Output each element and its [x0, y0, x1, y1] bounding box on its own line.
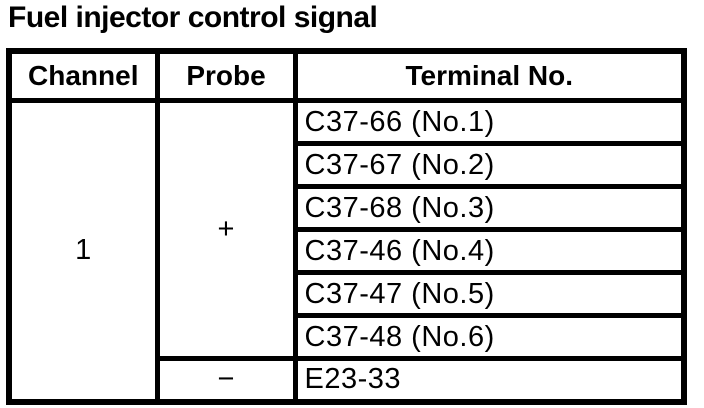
header-probe: Probe — [154, 48, 298, 103]
table-row: C37-48 (No.6) — [9, 313, 687, 361]
header-row: Channel Probe Terminal No. — [6, 48, 687, 103]
header-channel: Channel — [6, 48, 160, 103]
page-title: Fuel injector control signal — [8, 1, 378, 34]
table-row: C37-46 (No.4) — [9, 227, 687, 275]
terminal-cell-no1: C37-66 (No.1) — [292, 98, 687, 146]
table-row: C37-47 (No.5) — [9, 270, 687, 318]
table-row: C37-67 (No.2) — [9, 141, 687, 189]
channel-value-cell: 1 — [6, 98, 160, 404]
terminal-cell-no6: C37-48 (No.6) — [292, 313, 687, 361]
terminal-cell-no5: C37-47 (No.5) — [292, 270, 687, 318]
table-row: − E23-33 — [9, 356, 687, 404]
header-terminal-no: Terminal No. — [292, 48, 687, 103]
table-row: 1 + C37-66 (No.1) — [6, 98, 687, 404]
terminal-cell-no2: C37-67 (No.2) — [292, 141, 687, 189]
terminal-cell-no3: C37-68 (No.3) — [292, 184, 687, 232]
probe-negative-cell: − — [154, 356, 298, 404]
terminal-cell-no4: C37-46 (No.4) — [292, 227, 687, 275]
probe-positive-cell: + — [154, 98, 298, 361]
table-row: C37-68 (No.3) — [9, 184, 687, 232]
terminal-cell-negative: E23-33 — [292, 356, 687, 404]
fuel-injector-signal-table: Channel Probe Terminal No. 1 + C37-66 (N… — [6, 48, 687, 405]
